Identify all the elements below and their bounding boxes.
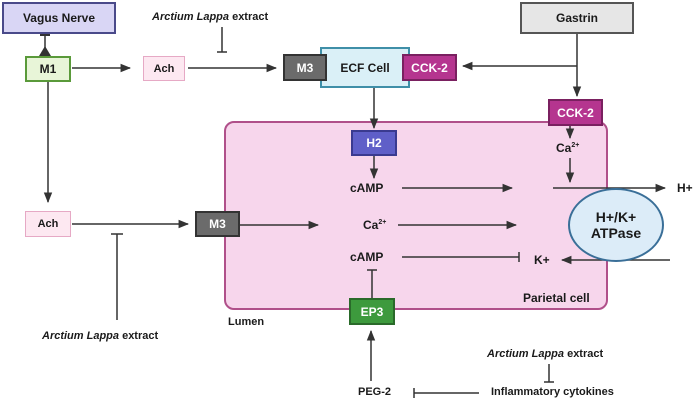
camp-bottom-label: cAMP [350, 250, 384, 264]
inhibitor-suffix: extract [229, 11, 269, 23]
inhibitor-top-label: Arctium Lappa extract [152, 11, 268, 23]
ca-mid-label: Ca2+ [363, 218, 386, 232]
lumen-label: Lumen [228, 316, 265, 328]
m3-ecf-receptor: M3 [283, 54, 327, 81]
vagus-junction-marker [39, 46, 51, 56]
ecf-cell: ECF Cell [320, 47, 410, 88]
h-plus-label: H+ [677, 181, 693, 195]
atpase-line1: H+/K+ [595, 209, 637, 225]
parietal-cell-body [224, 121, 608, 310]
m3-parietal-receptor: M3 [195, 211, 240, 237]
camp-top-label: cAMP [350, 181, 384, 195]
ca-right-charge: 2+ [571, 142, 580, 149]
inhibitor-species: Arctium Lappa [487, 348, 565, 360]
inhibitor-species: Arctium Lappa [152, 11, 230, 23]
cck2-ecf-receptor: CCK-2 [402, 54, 457, 81]
m1-receptor: M1 [25, 56, 71, 82]
ach-left-node: Ach [25, 211, 71, 237]
atpase-pump: H+/K+ ATPase [568, 188, 664, 262]
peg2-label: PEG-2 [358, 386, 392, 398]
inhibitor-suffix: extract [119, 330, 159, 342]
inhibitor-suffix: extract [564, 348, 604, 360]
gastrin-node: Gastrin [520, 2, 634, 34]
inhibitor-bottom-label: Arctium Lappa extract [487, 348, 603, 360]
ach-top-node: Ach [143, 56, 185, 81]
inhibitor-left-label: Arctium Lappa extract [42, 330, 158, 342]
ca-mid-text: Ca [363, 218, 379, 232]
inflammatory-cytokines-label: Inflammatory cytokines [491, 386, 614, 398]
h2-receptor: H2 [351, 130, 397, 156]
ca-right-label: Ca2+ [556, 141, 579, 155]
vagus-nerve-node: Vagus Nerve [2, 2, 116, 34]
inhibitor-species: Arctium Lappa [42, 330, 120, 342]
parietal-cell-label: Parietal cell [523, 291, 590, 305]
cck2-parietal-receptor: CCK-2 [548, 99, 603, 126]
k-plus-label: K+ [534, 253, 550, 267]
ca-mid-charge: 2+ [378, 219, 387, 226]
atpase-line2: ATPase [590, 225, 642, 241]
ca-right-text: Ca [556, 141, 572, 155]
ep3-receptor: EP3 [349, 298, 395, 325]
